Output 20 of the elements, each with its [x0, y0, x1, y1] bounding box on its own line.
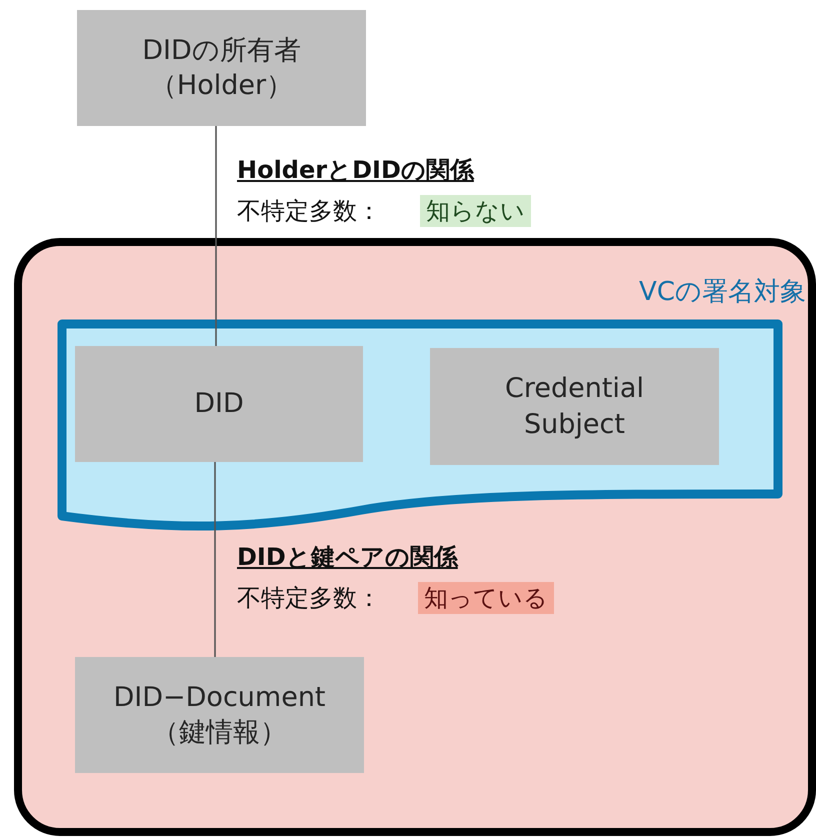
- process-box: [75, 657, 364, 773]
- process-box: [75, 346, 363, 462]
- node-label: DID: [194, 387, 244, 422]
- relation-heading: HolderとDIDの関係: [237, 155, 474, 186]
- node-label: DIDの所有者: [142, 34, 301, 68]
- node-label: DID−Document: [113, 680, 326, 715]
- group-panel: [14, 238, 816, 836]
- process-box: [430, 348, 719, 465]
- highlighted-note: 知っている: [418, 582, 554, 614]
- node-label: （Holder）: [150, 69, 294, 103]
- highlighted-note: 知らない: [420, 195, 531, 227]
- group-title: VCの署名対象: [639, 276, 806, 309]
- relation-heading: DIDと鍵ペアの関係: [237, 542, 458, 573]
- node-label: Credential Subject: [504, 372, 645, 442]
- note-text: 不特定多数：: [237, 196, 381, 227]
- connector-line: [214, 462, 216, 657]
- note-text: 不特定多数：: [237, 583, 381, 614]
- connector-line: [215, 126, 217, 346]
- process-box: [77, 10, 366, 126]
- node-label: （鍵情報）: [152, 716, 287, 750]
